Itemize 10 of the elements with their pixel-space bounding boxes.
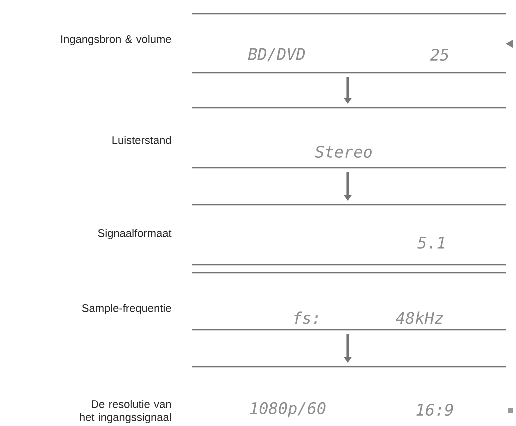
display-row: 1080p/60 16:9 [192,366,506,418]
row-caption: Sample-frequentie [82,304,172,314]
row-caption: Signaalformaat [98,229,172,240]
display-row: 5.1 [192,204,506,266]
row-caption: De resolutie van het ingangssignaal [80,400,172,424]
row-caption: Luisterstand [112,136,172,144]
display-row: Stereo [192,107,506,169]
row-caption: Ingangsbron & volume [62,35,172,46]
display-row: fs: 48kHz [192,272,506,331]
display-row: BD/DVD 25 [192,13,506,74]
